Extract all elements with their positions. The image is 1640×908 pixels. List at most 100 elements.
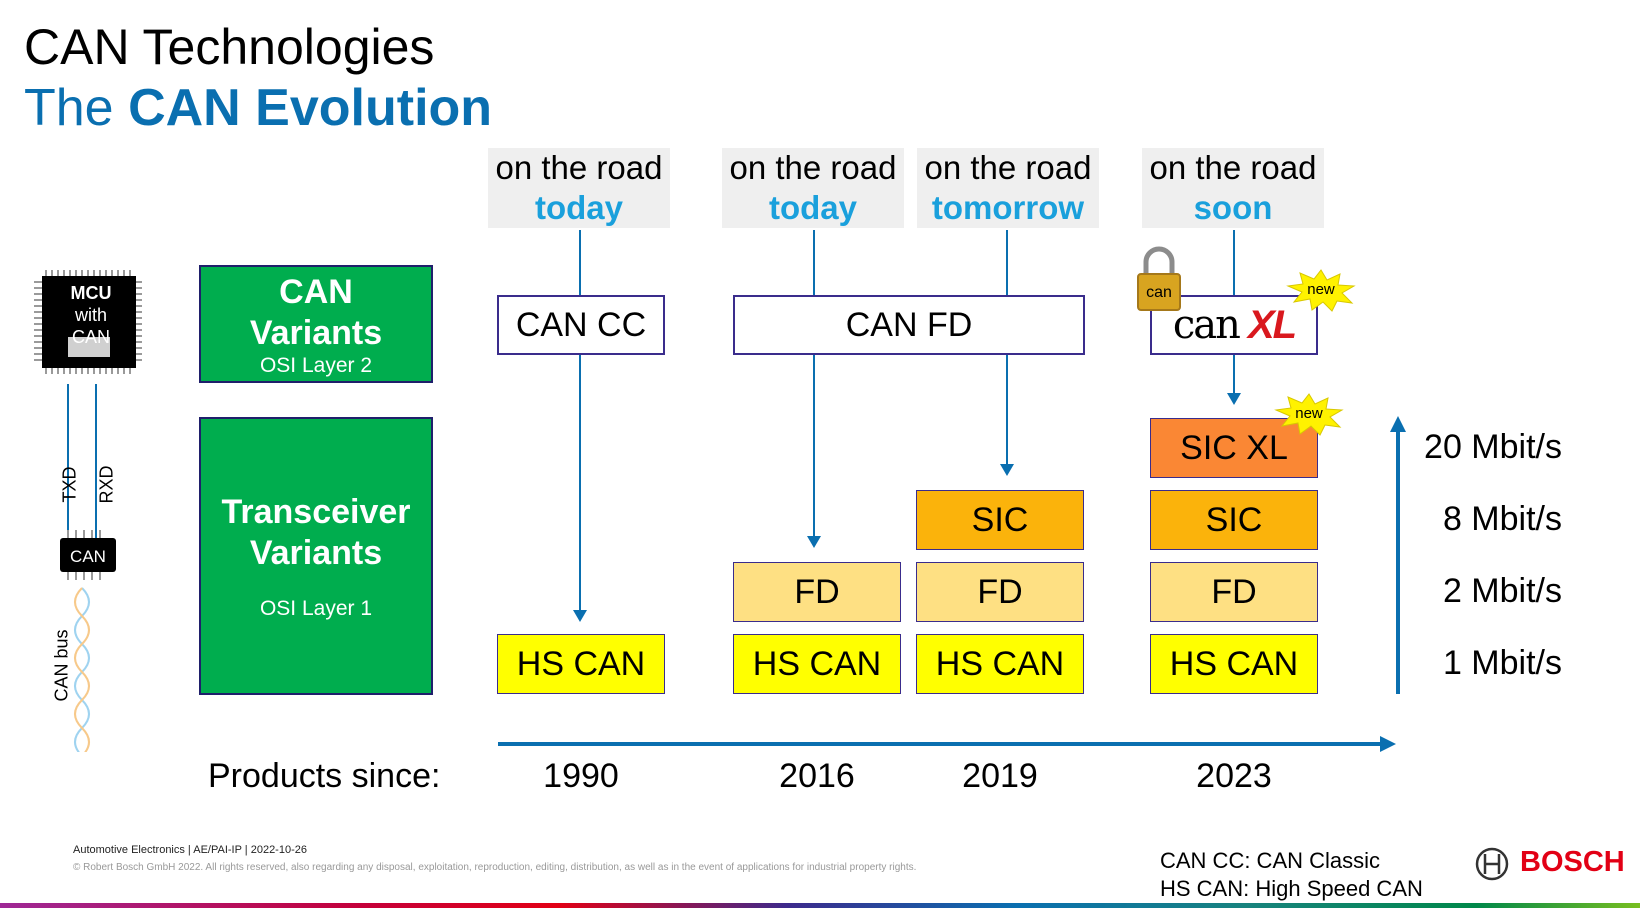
fd-box-2019: FD xyxy=(916,562,1084,622)
sic-label: SIC xyxy=(1205,500,1263,539)
bottom-color-stripe xyxy=(0,903,1640,908)
panel-title-line2: Variants xyxy=(249,314,383,352)
subtitle-prefix: The xyxy=(24,79,129,137)
hs-can-label: HS CAN xyxy=(516,644,646,683)
footer-copyright: © Robert Bosch GmbH 2022. All rights res… xyxy=(73,862,917,873)
bosch-armature-icon xyxy=(1475,847,1509,881)
connector-line xyxy=(813,230,815,296)
can-fd-label: CAN FD xyxy=(845,305,973,344)
fd-box-2023: FD xyxy=(1150,562,1318,622)
arrow-head xyxy=(1000,464,1014,476)
transceiver-variants-panel: Transceiver Variants OSI Layer 1 xyxy=(199,417,433,695)
status-label-top: on the road xyxy=(924,149,1092,186)
can-variants-panel: CAN Variants OSI Layer 2 xyxy=(199,265,433,383)
starburst-icon xyxy=(1274,393,1344,436)
arrow-head xyxy=(573,610,587,622)
mcu-label-line3: CAN xyxy=(71,327,110,347)
subtitle-bold: CAN Evolution xyxy=(128,79,493,137)
rate-label-1: 1 Mbit/s xyxy=(1442,644,1562,682)
page-subtitle: The CAN Evolution xyxy=(24,78,492,138)
connector-line xyxy=(1006,354,1008,466)
hs-can-box-2019: HS CAN xyxy=(916,634,1084,694)
new-badge-label: new xyxy=(1295,405,1323,422)
connector-line xyxy=(813,354,815,538)
year-2023: 2023 xyxy=(1196,757,1272,795)
panel-title-line2: Variants xyxy=(249,534,383,572)
mcu-label-line1: MCU xyxy=(70,283,112,303)
rate-label-8: 8 Mbit/s xyxy=(1442,500,1562,538)
rate-label-2: 2 Mbit/s xyxy=(1442,572,1562,610)
status-label-xl: on the road soon xyxy=(1142,148,1324,228)
year-1990: 1990 xyxy=(543,757,619,795)
year-2016: 2016 xyxy=(779,757,855,795)
hs-can-label: HS CAN xyxy=(935,644,1065,683)
can-cc-box: CAN CC xyxy=(497,295,665,355)
footer-info: Automotive Electronics | AE/PAI-IP | 202… xyxy=(73,844,307,856)
can-xl-logo-xl: XL xyxy=(1248,303,1297,347)
status-label-fd: on the road today xyxy=(722,148,904,228)
hs-can-label: HS CAN xyxy=(752,644,882,683)
panel-subtitle: OSI Layer 1 xyxy=(259,597,373,620)
can-xl-logo: can XL xyxy=(1172,302,1297,348)
panel-subtitle: OSI Layer 2 xyxy=(259,354,373,377)
txd-label: TXD xyxy=(59,466,80,503)
timeline-label: Products since: xyxy=(208,757,441,795)
status-label-bottom: tomorrow xyxy=(931,189,1085,226)
lock-label: can xyxy=(1146,284,1172,301)
can-chip-label: CAN xyxy=(70,547,106,566)
new-badge-xl: new xyxy=(1286,268,1356,312)
mcu-can-highlight xyxy=(68,337,110,357)
panel-title-line1: CAN xyxy=(279,273,353,311)
status-label-top: on the road xyxy=(495,149,663,186)
connector-line xyxy=(579,230,581,296)
status-label-sic: on the road tomorrow xyxy=(917,148,1099,228)
hs-can-box-2016: HS CAN xyxy=(733,634,901,694)
fd-box-2016: FD xyxy=(733,562,901,622)
legend-hs-can: HS CAN: High Speed CAN xyxy=(1160,876,1423,901)
legend-can-cc: CAN CC: CAN Classic xyxy=(1160,848,1381,873)
status-label-bottom: today xyxy=(534,189,623,226)
sic-label: SIC xyxy=(971,500,1029,539)
can-cc-label: CAN CC xyxy=(515,305,647,344)
status-label-top: on the road xyxy=(1149,149,1317,186)
hs-can-box-1990: HS CAN xyxy=(497,634,665,694)
can-bus-twisted-pair xyxy=(74,587,90,752)
fd-label: FD xyxy=(794,572,840,611)
connector-line xyxy=(579,354,581,610)
sic-box-2023: SIC xyxy=(1150,490,1318,550)
sic-xl-box-2023: SIC XL xyxy=(1150,418,1318,478)
status-label-cc: on the road today xyxy=(488,148,670,228)
can-bus-label: CAN bus xyxy=(51,629,72,702)
rxd-label: RXD xyxy=(96,465,117,504)
starburst-icon xyxy=(1286,269,1356,312)
new-badge-label: new xyxy=(1307,281,1335,298)
lock-icon xyxy=(1137,246,1181,311)
can-chip-body xyxy=(60,538,116,572)
fd-label: FD xyxy=(977,572,1023,611)
mcu-label: MCU with CAN xyxy=(30,282,152,348)
status-label-top: on the road xyxy=(729,149,897,186)
timeline-arrow xyxy=(498,736,1396,752)
panel-title-line1: Transceiver xyxy=(221,493,411,531)
arrow-head xyxy=(1227,393,1241,405)
can-fd-box: CAN FD xyxy=(733,295,1085,355)
connector-line xyxy=(1233,354,1235,394)
rate-axis-arrow xyxy=(1390,416,1406,694)
mcu-label-line2: with xyxy=(74,305,107,325)
bosch-logo-text: BOSCH xyxy=(1520,846,1625,878)
rate-label-20: 20 Mbit/s xyxy=(1424,428,1562,466)
connector-line xyxy=(1233,230,1235,296)
hs-can-label: HS CAN xyxy=(1169,644,1299,683)
connector-line xyxy=(1006,230,1008,296)
status-label-bottom: today xyxy=(768,189,857,226)
status-label-bottom: soon xyxy=(1193,189,1273,226)
new-badge-sic-xl: new xyxy=(1274,392,1344,436)
page-title: CAN Technologies xyxy=(24,19,435,75)
hs-can-box-2023: HS CAN xyxy=(1150,634,1318,694)
year-2019: 2019 xyxy=(962,757,1038,795)
can-xl-logo-can: can xyxy=(1172,302,1241,348)
sic-box-2019: SIC xyxy=(916,490,1084,550)
mcu-illustration xyxy=(34,270,142,752)
sic-xl-label: SIC XL xyxy=(1180,428,1288,467)
fd-label: FD xyxy=(1211,572,1257,611)
